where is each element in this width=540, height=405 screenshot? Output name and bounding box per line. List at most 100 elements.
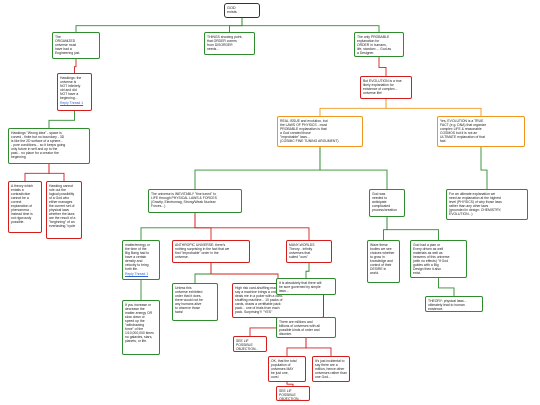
node-line: say there are a — [315, 362, 338, 367]
node-line: SEE LIF — [279, 388, 292, 393]
node-line: universe exhibited — [175, 289, 203, 294]
node-line: materials as well as — [413, 250, 443, 255]
objection-hawking-cannot-rule-out[interactable]: Hawking cannot rule out the logical poss… — [46, 181, 82, 239]
node-line: suited "ours" — [289, 254, 308, 259]
node-line: universes that — [289, 250, 311, 255]
god-had-a-plan[interactable]: God had a plan or Every driven as well m… — [410, 240, 467, 278]
increase-decrease-matter[interactable]: If you increase or decrease the matter-e… — [122, 300, 160, 355]
rebuttal-laws-of-physics[interactable]: REAL ISSUE and evolution, but the LAWS O… — [277, 116, 363, 147]
node-line: universe is — [60, 79, 77, 84]
node-line: Engineering just. — [55, 50, 81, 55]
node-line: The only PROBABLE — [357, 34, 390, 39]
unless-universe-ordered[interactable]: Unless this universe exhibited order tha… — [172, 283, 218, 321]
node-line: (grounded in design: CHEMISTRY, — [449, 207, 502, 212]
node-line: THEORY: physical laws... — [428, 298, 467, 303]
node-line: LIFE through PHYSICAL LAWS & FORCES — [151, 195, 217, 200]
theory-physical-laws[interactable]: THEORY: physical laws... ultimately lead… — [425, 296, 483, 312]
node-line: speed up the — [125, 318, 145, 323]
node-line: Hawking cannot — [49, 183, 74, 188]
node-line: laws... — [279, 288, 289, 293]
objection-anthropic-universe[interactable]: ANTHROPIC UNIVERSE: there's nothing surp… — [172, 240, 250, 263]
objection-contradiction[interactable]: A theory which entails a contradiction c… — [8, 181, 42, 233]
node-line: be just one, — [271, 370, 289, 375]
node-line: matter/energy or — [125, 242, 150, 247]
connector-line — [286, 382, 294, 386]
node-line: Forces...) — [151, 203, 166, 208]
node-line: God had a plan or — [413, 242, 441, 247]
bodies-choices[interactable]: Wave these bodies we see choices whether… — [367, 240, 400, 283]
connector-line — [438, 278, 455, 296]
node-line: universes rather than — [315, 370, 347, 375]
reason-organized-universe[interactable]: The ORGANIZED universe must have had a E… — [52, 32, 100, 59]
rebuttal-evolution-not-ultimate[interactable]: Yes, EVOLUTION is a TRUE FACT (e.g. DNA)… — [437, 116, 525, 147]
reply-thread-link[interactable]: Reply Thread 1 — [125, 271, 149, 276]
claim-god-exists[interactable]: GOD exists — [224, 3, 260, 18]
node-line: pack... one of trials from each — [235, 305, 280, 310]
node-line: pack. Surprising?! "YES" — [235, 310, 273, 315]
node-line: the time of the — [125, 246, 147, 251]
absolutely-simple-laws[interactable]: It is absolutely that there will be sure… — [276, 278, 336, 295]
node-line: MANY-WORLDS — [289, 242, 315, 247]
node-line: FACT (e.g. DNA) that organize — [440, 122, 487, 127]
see-possible-objection-2[interactable]: SEE LIF POSSIBLE OBJECTION... — [276, 386, 310, 401]
fine-tuned-universe[interactable]: The universe is INEVITABLY "fine tuned" … — [148, 189, 242, 213]
node-line: have a certain — [125, 254, 147, 259]
reason-god-as-designer[interactable]: The only PROBABLE explanation for ORDER … — [354, 32, 404, 57]
node-line: not rigorously — [11, 216, 32, 221]
node-line: only future in self and up to the — [11, 146, 58, 151]
node-line: past... no place for a creator the — [11, 150, 59, 155]
node-line: one God... — [315, 374, 331, 379]
node-line: deals me in a poker with a card- — [235, 293, 284, 298]
connector-line — [229, 18, 243, 32]
node-line: EVOLUTION...) — [449, 211, 473, 216]
node-line: beginning — [11, 155, 26, 160]
node-line: "improbable" laws... — [280, 134, 310, 139]
objection-incidental[interactable]: It's just incidental to say there are a … — [312, 356, 350, 382]
see-possible-objection-1[interactable]: SEE LIF POSSIBLE OBJECTION... — [233, 336, 267, 352]
reply-thread-link[interactable]: Reply Thread 1 — [60, 100, 84, 105]
node-line: ORDER in humans, — [357, 42, 387, 47]
node-line: explanation of — [11, 203, 33, 208]
node-line: a God created those — [280, 130, 311, 135]
objection-just-one-universe[interactable]: OK, that the total population of univers… — [268, 356, 306, 382]
reason-order-from-disorder[interactable]: THINGS showing point, that ORDER comes f… — [204, 32, 255, 55]
node-line: to observe those — [175, 305, 201, 310]
node-line: say a machine brings a order and — [235, 289, 286, 294]
node-line: NOT have a — [60, 91, 79, 96]
node-line: million, hence other — [315, 366, 345, 371]
objection-hawking-no-beginning[interactable]: Hawkings: the universe is NOT infinitely… — [57, 73, 92, 111]
node-line: find "improbable" order in the — [175, 250, 219, 255]
connector-line — [74, 59, 77, 73]
node-line: possible. — [11, 220, 25, 225]
connector-line — [194, 263, 212, 283]
node-line: - pure conditions... so it keeps going — [11, 142, 66, 147]
node-line: be sure governed by simple — [279, 284, 321, 289]
node-line: 1/10,000,000 times — [125, 331, 154, 336]
node-line: Design then it also — [413, 267, 441, 272]
connector-line — [286, 338, 307, 356]
node-line: contradiction — [11, 191, 31, 196]
node-line: control of their — [370, 262, 392, 267]
millions-of-universes[interactable]: There are millions and billions of unive… — [276, 317, 336, 338]
ultimate-explanation[interactable]: For an ultimate explanation we need an e… — [446, 189, 528, 220]
node-line: likely explanation for — [363, 82, 394, 87]
node-line: It is absolutely that there will — [279, 280, 322, 285]
hawking-wrong-idea[interactable]: Hawkings "Wrong idea" - space is curved … — [8, 128, 90, 164]
node-line: slow down or — [125, 314, 145, 319]
node-line: cards, draws a certifiable pack — [235, 301, 281, 306]
node-line: the LAWS OF PHYSICS - most — [280, 122, 327, 127]
node-line: If you increase or — [125, 302, 152, 307]
node-line: Unless this — [175, 285, 192, 290]
node-line: "beginning" of an — [49, 220, 75, 225]
objection-evolution[interactable]: But EVOLUTION is a true likely explanati… — [360, 76, 412, 99]
node-line: ours! — [271, 374, 279, 379]
matter-energy-density[interactable]: matter/energy or the time of the Big Ban… — [122, 240, 160, 280]
node-line: any humans alive — [175, 301, 202, 306]
node-line: rule out the — [49, 187, 66, 192]
node-line: matter-energy OR — [125, 310, 153, 315]
node-line: guides with a Big — [413, 262, 439, 267]
god-needed-to-anticipate[interactable]: God was needed to anticipate complicated… — [369, 189, 405, 217]
objection-many-worlds[interactable]: MANY-WORLDS Theory - infinity universes … — [286, 240, 332, 263]
connector-line — [383, 217, 388, 240]
connector-line — [385, 99, 482, 116]
